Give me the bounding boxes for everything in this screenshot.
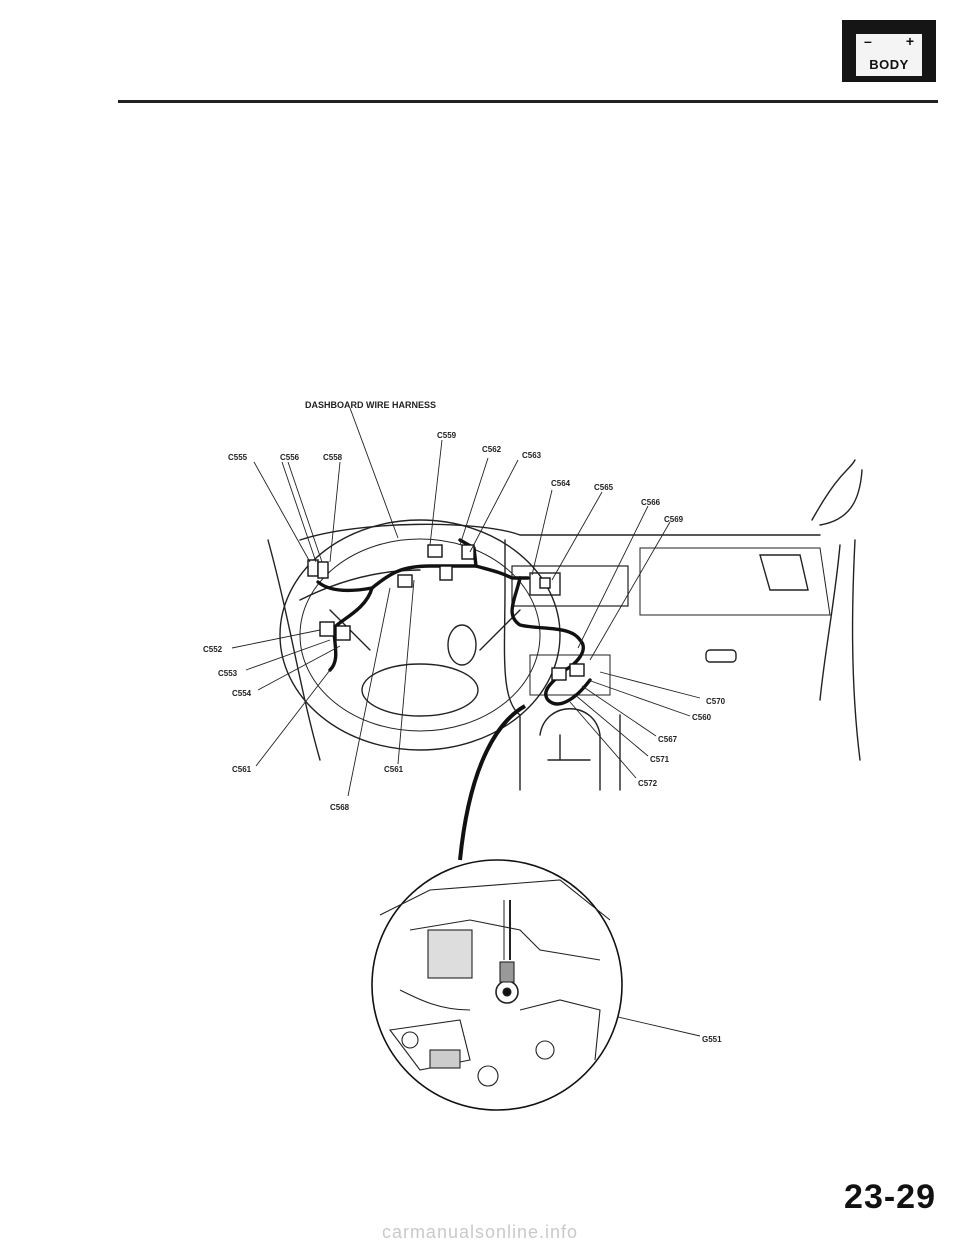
label-c554: C554 bbox=[232, 689, 252, 698]
harness-title: DASHBOARD WIRE HARNESS bbox=[305, 400, 436, 410]
center-display bbox=[511, 565, 629, 607]
dash-top bbox=[299, 523, 821, 541]
glovebox-latch bbox=[705, 649, 737, 663]
label-c552: C552 bbox=[203, 645, 223, 654]
label-c556: C556 bbox=[280, 453, 300, 462]
label-c561-center: C561 bbox=[384, 765, 404, 774]
badge-label: BODY bbox=[869, 57, 909, 72]
detail-pointer bbox=[458, 704, 526, 861]
label-c565: C565 bbox=[594, 483, 614, 492]
label-c560: C560 bbox=[692, 713, 712, 722]
label-g551: G551 bbox=[702, 1035, 722, 1044]
label-c559: C559 bbox=[437, 431, 457, 440]
right-pillar bbox=[819, 469, 863, 526]
battery-icon: – + BODY bbox=[856, 34, 922, 76]
label-c568: C568 bbox=[330, 803, 350, 812]
header-rule bbox=[118, 100, 938, 103]
label-c567: C567 bbox=[658, 735, 678, 744]
label-c561-left: C561 bbox=[232, 765, 252, 774]
connector-c555-block bbox=[307, 559, 319, 577]
label-c555: C555 bbox=[228, 453, 248, 462]
label-c571: C571 bbox=[650, 755, 670, 764]
left-pillar bbox=[267, 539, 321, 761]
label-c569: C569 bbox=[664, 515, 684, 524]
label-c566: C566 bbox=[641, 498, 661, 507]
battery-minus: – bbox=[864, 33, 872, 49]
section-badge: – + BODY bbox=[842, 20, 936, 82]
ground-detail-circle bbox=[371, 859, 623, 1111]
steering-hub bbox=[361, 663, 479, 717]
label-c553: C553 bbox=[218, 669, 238, 678]
label-c572: C572 bbox=[638, 779, 658, 788]
label-c558: C558 bbox=[323, 453, 343, 462]
battery-plus: + bbox=[905, 33, 914, 49]
page-number: 23-29 bbox=[844, 1178, 936, 1216]
label-c564: C564 bbox=[551, 479, 571, 488]
leader-lines bbox=[231, 407, 701, 1037]
label-c570: C570 bbox=[706, 697, 726, 706]
label-c562-top: C562 bbox=[482, 445, 502, 454]
steering-wheel-rim bbox=[279, 519, 561, 751]
label-c563-top: C563 bbox=[522, 451, 542, 460]
watermark: carmanualsonline.info bbox=[381, 1222, 579, 1242]
